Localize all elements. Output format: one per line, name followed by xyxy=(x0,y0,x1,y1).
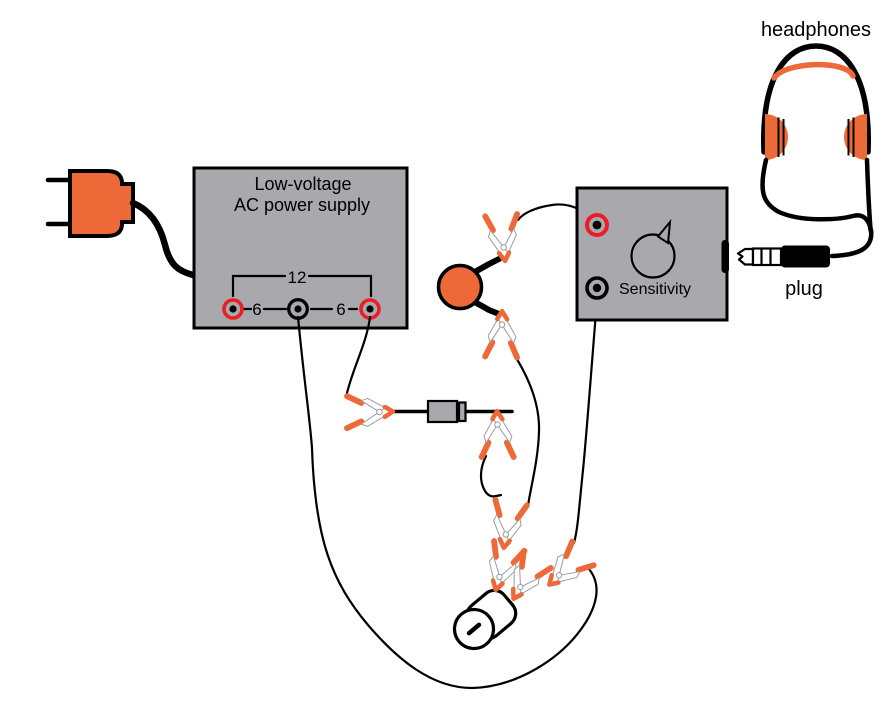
capacitor-lead-upper xyxy=(470,256,502,276)
alligator-clip-resistor-left xyxy=(347,396,394,428)
alligator-clip-capacitor-upper xyxy=(485,214,520,263)
wire-resistor-clip-to-coil-clip xyxy=(479,454,503,498)
capacitor-disc xyxy=(436,263,484,311)
power-supply-label-line2: AC power supply xyxy=(234,195,370,215)
headphone-cord-left xyxy=(760,157,874,235)
label-6-right: 6 xyxy=(336,300,345,319)
resistor-body xyxy=(426,399,459,424)
wire-capacitor-clip-to-coil-clip xyxy=(513,354,541,508)
wire-supply-common-loop-to-coil xyxy=(296,315,598,690)
sensitivity-label: Sensitivity xyxy=(619,281,691,298)
phone-plug: plug xyxy=(736,245,830,300)
wire-supply-right-to-resistor-clip xyxy=(345,315,372,395)
power-supply: Low-voltage AC power supply 12 6 6 xyxy=(192,166,409,330)
headphone-jack-socket xyxy=(721,240,729,273)
capacitor-lead-lower xyxy=(470,298,502,317)
headphone-cord-right xyxy=(864,157,873,232)
terminal-left-red xyxy=(222,298,244,320)
ear-cup-right xyxy=(844,114,867,160)
winding-bracket-12 xyxy=(231,274,373,298)
resistor xyxy=(392,399,514,424)
power-supply-label-line1: Low-voltage xyxy=(254,174,351,194)
headphone-band xyxy=(761,43,871,155)
alligator-clip-resistor-right xyxy=(482,410,514,457)
headphones: headphones xyxy=(760,19,874,259)
label-12: 12 xyxy=(288,268,307,287)
plug-label: plug xyxy=(785,278,823,300)
label-6-left: 6 xyxy=(252,300,261,319)
audio-detector: Sensitivity xyxy=(575,186,729,322)
coil xyxy=(452,588,518,651)
ac-wall-plug xyxy=(45,169,197,279)
detector-jack-red xyxy=(585,213,609,237)
plug-body xyxy=(68,169,135,238)
ear-cup-left xyxy=(765,114,788,160)
disc-capacitor xyxy=(436,256,502,317)
phone-plug-body xyxy=(781,245,830,268)
coil-face-slot xyxy=(466,622,482,636)
sensitivity-knob[interactable] xyxy=(630,233,676,279)
headphone-cord-to-plug xyxy=(829,227,874,259)
phone-plug-tip xyxy=(736,247,755,266)
phone-plug-shaft xyxy=(751,247,783,267)
headphones-label: headphones xyxy=(761,19,871,41)
headphone-band-cushion xyxy=(771,61,856,81)
alligator-clip-capacitor-lower xyxy=(485,310,519,358)
resistor-end-cap xyxy=(457,401,467,423)
wire-detector-black-to-coil-clip xyxy=(572,298,599,545)
power-cord xyxy=(129,199,197,279)
sensitivity-knob-pointer[interactable] xyxy=(656,218,672,245)
detector-jack-black xyxy=(585,276,609,300)
